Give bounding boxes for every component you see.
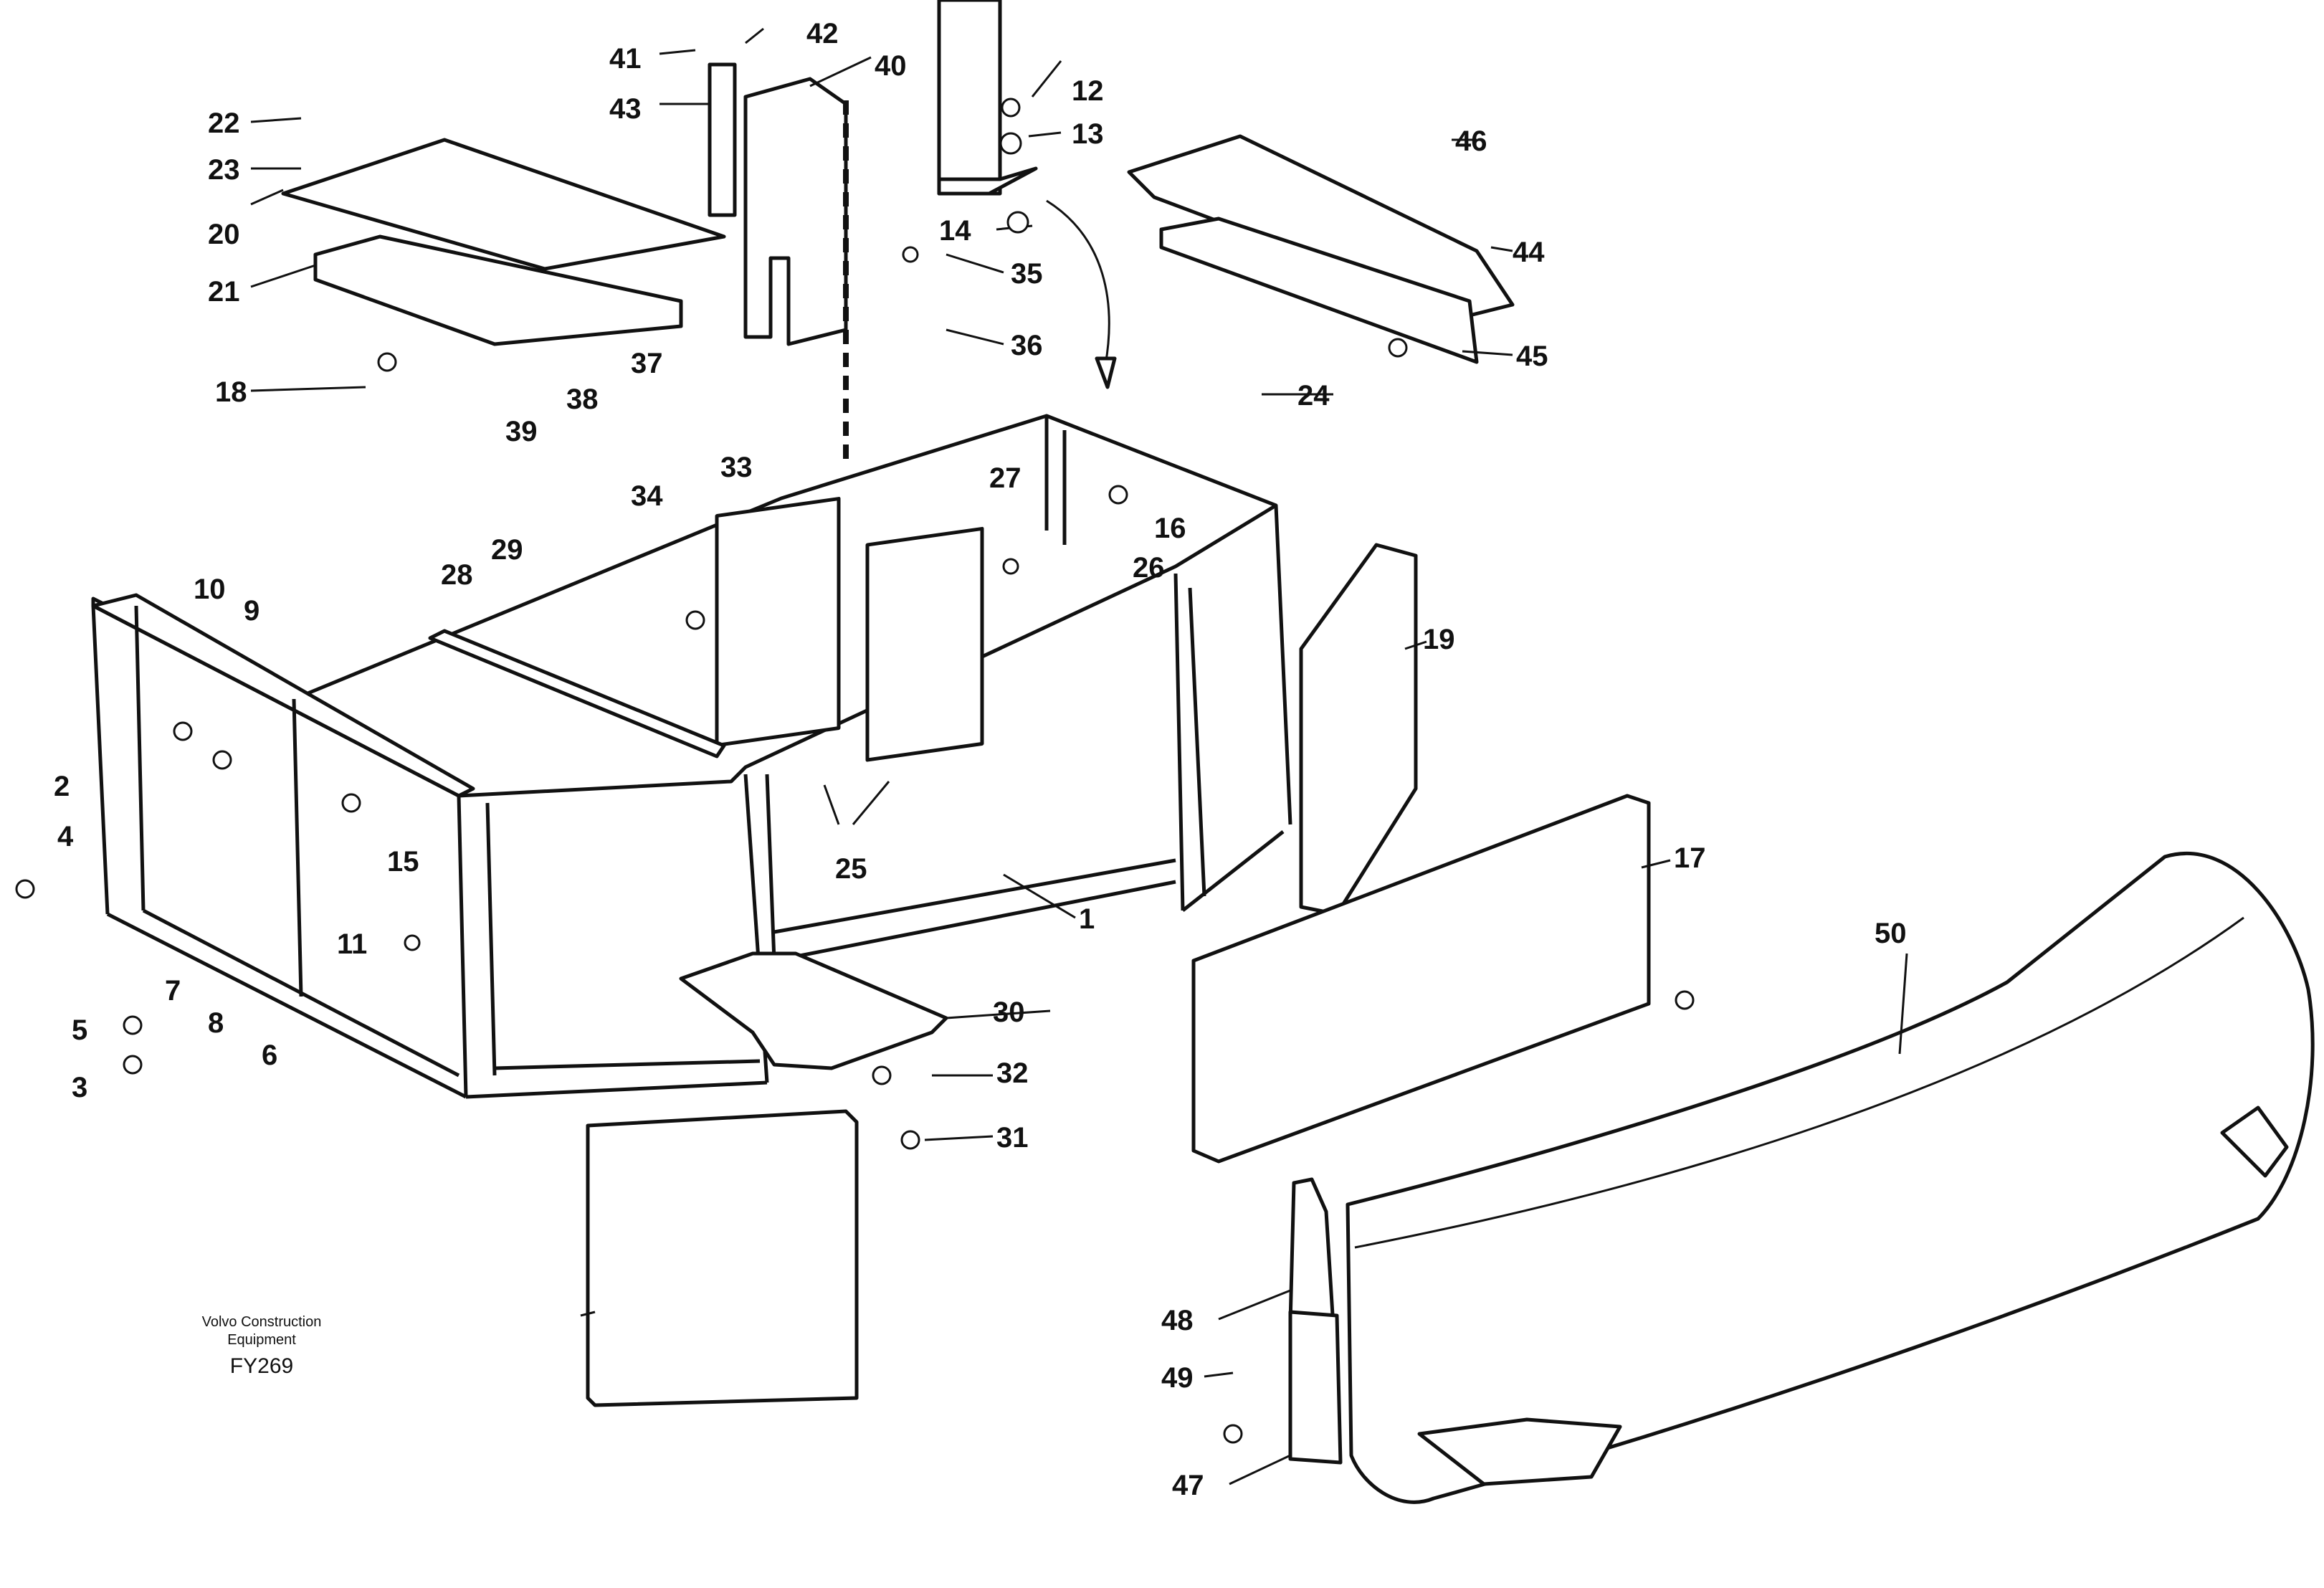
callout-16: 16 <box>1154 513 1186 544</box>
callout-32: 32 <box>996 1057 1029 1089</box>
callout-9: 9 <box>244 595 259 627</box>
callout-23: 23 <box>208 154 240 186</box>
callout-24: 24 <box>1297 380 1330 412</box>
figure-credit: Volvo Construction Equipment FY269 <box>202 1314 322 1378</box>
callout-labels: 1 2 3 4 5 6 7 8 9 10 11 12 13 14 15 16 1… <box>54 18 1907 1501</box>
callout-41: 41 <box>609 43 642 75</box>
callout-26: 26 <box>1133 552 1165 584</box>
callout-34: 34 <box>631 480 663 512</box>
callout-50: 50 <box>1875 918 1907 949</box>
side-panel-front <box>586 1109 859 1407</box>
callout-44: 44 <box>1513 237 1545 268</box>
callout-43: 43 <box>609 93 642 125</box>
callout-20: 20 <box>208 219 240 250</box>
callout-1: 1 <box>1079 903 1095 935</box>
callout-11: 11 <box>337 928 367 960</box>
callout-3: 3 <box>72 1072 87 1103</box>
svg-text:Equipment: Equipment <box>227 1332 296 1348</box>
callout-36: 36 <box>1011 330 1043 361</box>
callout-38: 38 <box>566 384 599 415</box>
callout-21: 21 <box>208 276 240 308</box>
callout-6: 6 <box>262 1040 277 1071</box>
callout-25: 25 <box>835 853 867 885</box>
callout-4: 4 <box>57 821 74 852</box>
callout-46: 46 <box>1455 125 1487 157</box>
callout-2: 2 <box>54 771 70 802</box>
callout-13: 13 <box>1072 118 1104 150</box>
counterweight-bracket-47 <box>1288 1310 1343 1465</box>
callout-12: 12 <box>1072 75 1104 107</box>
callout-28: 28 <box>441 559 473 591</box>
cover-plate-upright <box>708 62 849 466</box>
callout-48: 48 <box>1161 1305 1194 1336</box>
callout-33: 33 <box>720 452 753 483</box>
rear-panel <box>1191 794 1651 1164</box>
callout-29: 29 <box>491 534 523 566</box>
top-plate-right <box>1127 134 1515 364</box>
callout-18: 18 <box>215 376 247 408</box>
frame-assembly <box>91 414 1292 1099</box>
svg-text:FY269: FY269 <box>230 1354 293 1378</box>
side-panel-right <box>1299 543 1418 916</box>
callout-39: 39 <box>505 416 538 447</box>
callout-19: 19 <box>1423 624 1455 655</box>
counterweight-bracket-48 <box>1288 1177 1335 1328</box>
callout-14: 14 <box>939 215 971 247</box>
callout-10: 10 <box>194 574 226 605</box>
fasteners <box>15 98 1695 1444</box>
callout-27: 27 <box>989 462 1021 494</box>
counterweight <box>1346 851 2315 1504</box>
callout-31: 31 <box>996 1122 1029 1154</box>
callout-49: 49 <box>1161 1362 1194 1394</box>
callout-17: 17 <box>1674 842 1706 874</box>
callout-37: 37 <box>631 348 663 379</box>
callout-45: 45 <box>1516 341 1548 372</box>
callout-15: 15 <box>387 846 419 878</box>
callout-5: 5 <box>72 1014 87 1046</box>
callout-7: 7 <box>165 975 181 1007</box>
callout-8: 8 <box>208 1007 224 1039</box>
callout-35: 35 <box>1011 258 1043 290</box>
callout-47: 47 <box>1172 1470 1204 1501</box>
exhaust-pipe <box>937 0 1117 389</box>
callout-42: 42 <box>806 18 839 49</box>
svg-text:Volvo Construction: Volvo Construction <box>202 1314 322 1330</box>
callout-40: 40 <box>875 50 907 82</box>
callout-22: 22 <box>208 108 240 139</box>
top-plate-left <box>281 138 726 346</box>
